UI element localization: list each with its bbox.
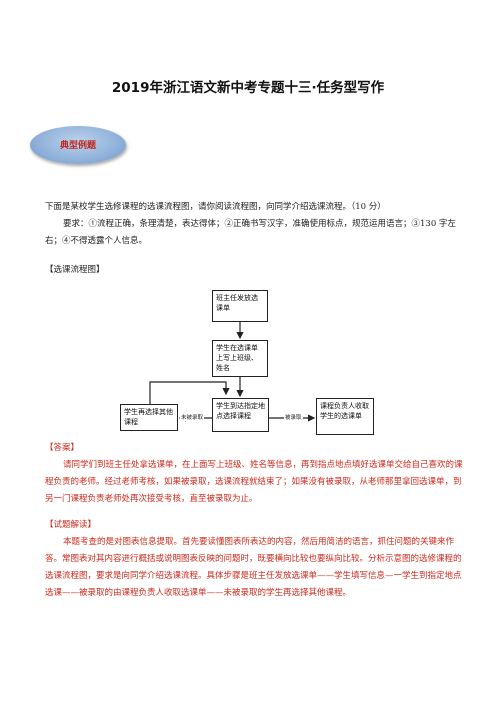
- analysis-text: 本题考查的是对图表信息提取。首先要读懂图表所表达的内容，然后用简洁的语言，抓住问…: [45, 537, 462, 598]
- requirements-text: 要求：①流程正确，条理清楚，表达得体；②正确书写汉字，准确使用标点，规范运用语言…: [45, 219, 456, 246]
- edge-label-not-selected: 未被录取: [180, 413, 205, 421]
- flow-node-choose-other: 学生再选择其他课程: [120, 404, 178, 431]
- flow-node-issue-form: 班主任发放选课单: [212, 290, 268, 322]
- answer-label: 【答案】: [45, 443, 80, 453]
- diagram-label: 【选课流程图】: [45, 265, 105, 275]
- flow-node-fill-form: 学生在选课单上写上班级、姓名: [212, 340, 268, 377]
- answer-text: 请同学们到班主任处拿选课单，在上面写上班级、姓名等信息，再到指点地点填好选课单交…: [45, 460, 463, 504]
- analysis-label: 【试题解读】: [45, 520, 97, 530]
- flow-node-choose-course: 学生到达指定地点选择课程: [212, 398, 269, 432]
- question-text: 下面是某校学生选修课程的选课流程图，请你阅读流程图，向同学介绍选课流程。（10 …: [45, 202, 386, 212]
- edge-label-selected: 被录取: [284, 413, 303, 421]
- section-badge: 典型例题: [30, 126, 126, 164]
- badge-label: 典型例题: [59, 141, 96, 151]
- flow-node-collect-form: 课程负责人收取学生的选课单: [316, 398, 374, 435]
- page-title: 2019年浙江语文新中考专题十三·任务型写作: [111, 80, 385, 96]
